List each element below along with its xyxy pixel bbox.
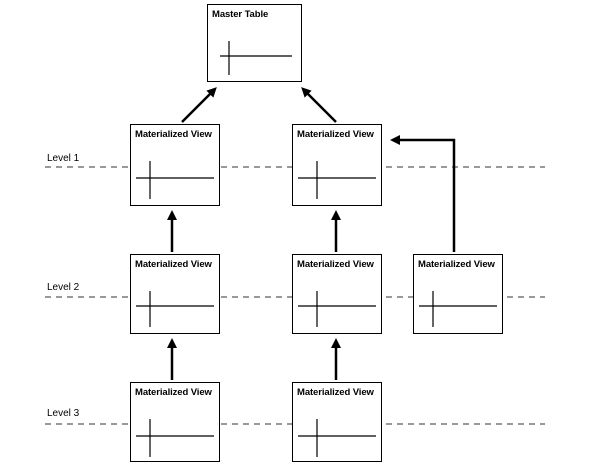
arrow-level1-left-to-master <box>181 87 217 123</box>
materialized-view-title: Materialized View <box>135 259 212 270</box>
materialized-view-title: Materialized View <box>135 387 212 398</box>
level3-middle-materialized-view-box: Materialized View <box>292 382 382 462</box>
level-1-label: Level 1 <box>47 153 80 164</box>
level1-left-materialized-view-box: Materialized View <box>130 124 220 206</box>
materialized-view-title: Materialized View <box>135 129 212 140</box>
materialized-view-title: Materialized View <box>297 259 374 270</box>
table-icon <box>298 291 376 327</box>
level3-left-materialized-view-box: Materialized View <box>130 382 220 462</box>
master-table-box: Master Table <box>207 4 302 82</box>
level2-left-materialized-view-box: Materialized View <box>130 254 220 334</box>
table-icon <box>298 419 376 457</box>
table-icon <box>298 161 376 199</box>
level-2-label: Level 2 <box>47 282 80 293</box>
table-icon <box>136 161 214 199</box>
arrow-level1-right-to-master <box>301 87 337 123</box>
table-icon <box>220 41 292 75</box>
materialized-view-title: Materialized View <box>418 259 495 270</box>
level2-middle-materialized-view-box: Materialized View <box>292 254 382 334</box>
table-icon <box>419 291 497 327</box>
level-3-label: Level 3 <box>47 408 80 419</box>
materialized-view-title: Materialized View <box>297 387 374 398</box>
level2-right-materialized-view-box: Materialized View <box>413 254 503 334</box>
table-icon <box>136 291 214 327</box>
master-table-title: Master Table <box>212 9 269 20</box>
table-icon <box>136 419 214 457</box>
level1-right-materialized-view-box: Materialized View <box>292 124 382 206</box>
materialized-view-title: Materialized View <box>297 129 374 140</box>
arrow-level2-right-to-level1-right <box>390 135 456 252</box>
